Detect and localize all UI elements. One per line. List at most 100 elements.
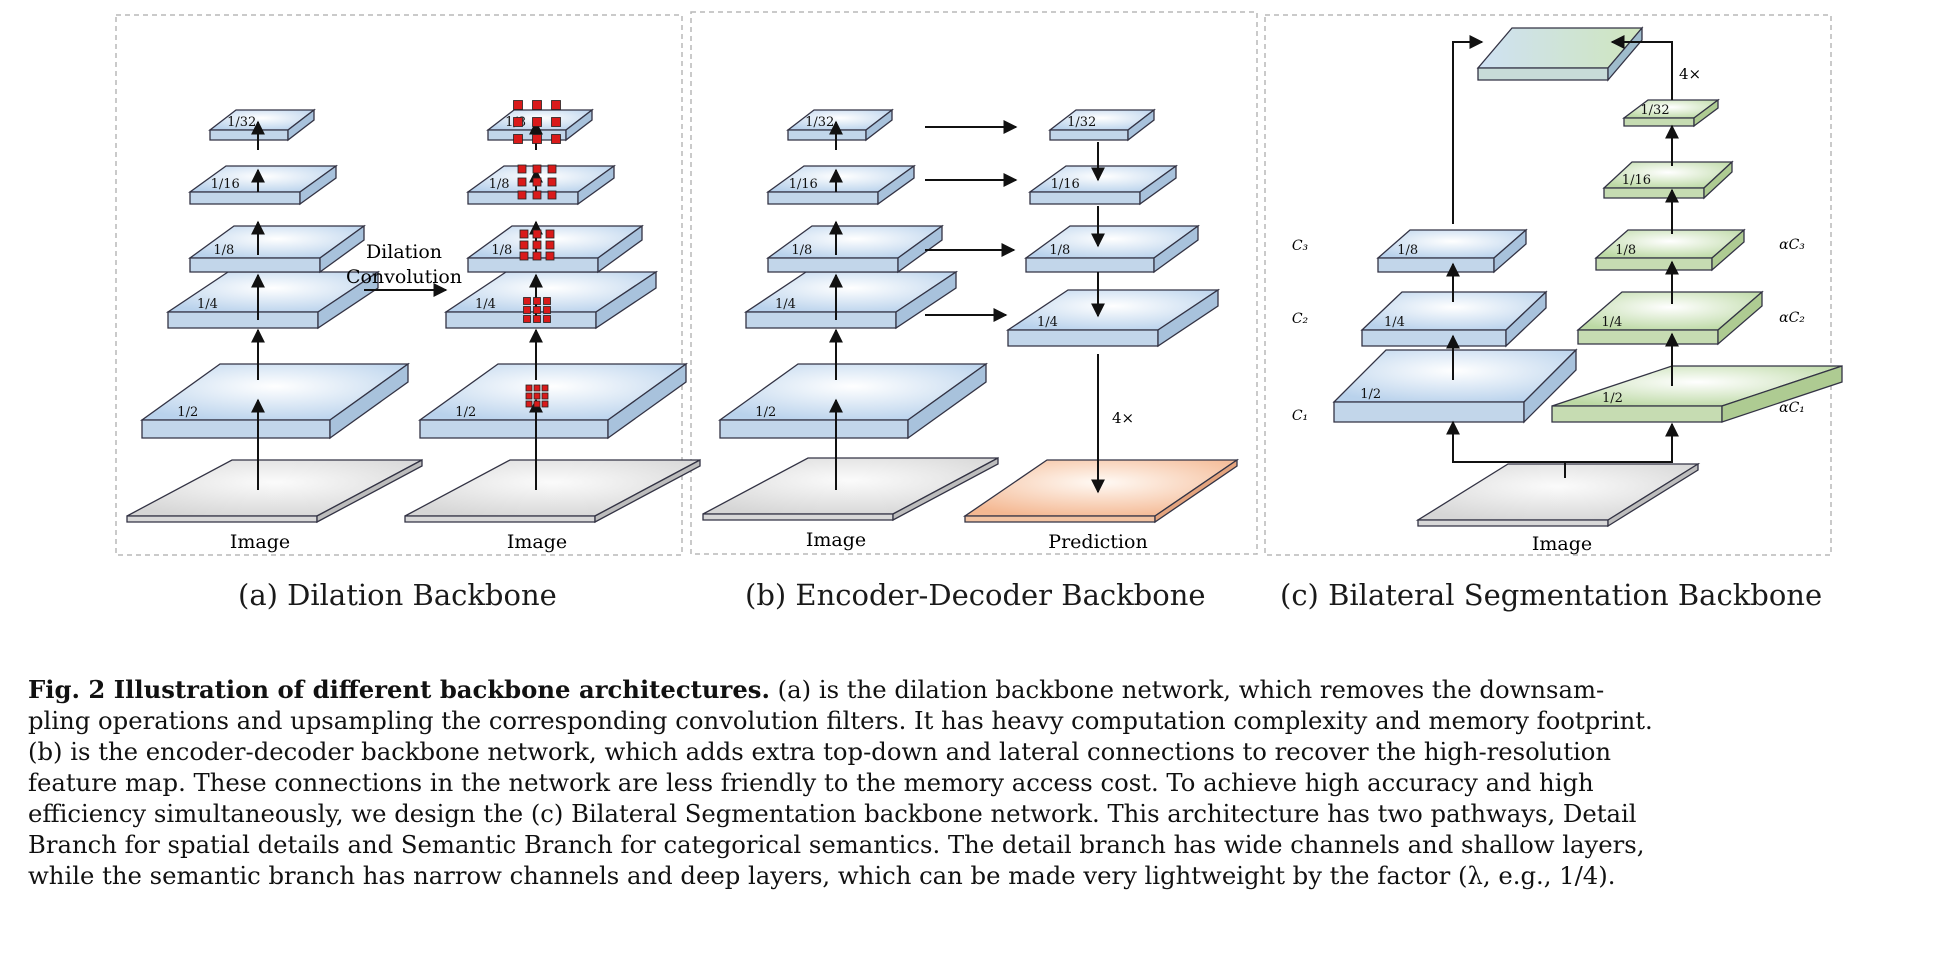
panel-a-right-layer-1-label: 1/4 — [475, 297, 496, 312]
panel-b-decoder-layer-3-front — [1049, 129, 1129, 141]
detail-to-fusion-arrow — [1452, 35, 1484, 224]
detail-channel-c1: C₁ — [1292, 408, 1308, 424]
detail-layer-0-side — [1523, 348, 1577, 424]
prediction-label: Prediction — [1048, 531, 1147, 553]
figure-caption: Fig. 2 Illustration of different backbon… — [28, 674, 1913, 891]
prediction-map-front — [964, 515, 1156, 523]
panel-a-right-layer-3-label: 1/8 — [489, 177, 510, 192]
kernel-3-cell — [532, 251, 542, 261]
caption-line-1-text: (a) is the dilation backbone network, wh… — [769, 675, 1605, 704]
caption-line-1: Fig. 2 Illustration of different backbon… — [28, 674, 1913, 705]
panel-a-left-layer-2-side — [319, 224, 365, 274]
panel-b-decoder-layer-1-front — [1025, 257, 1155, 273]
panel-b-decoder-layer-1-side — [1153, 224, 1199, 274]
panel-a-right-image-front — [404, 515, 596, 523]
panel-a-right-image-side — [594, 458, 701, 524]
panel-a-left-layer-0: 1/2 — [139, 362, 411, 440]
panel-a-right-layer-2-label: 1/8 — [491, 243, 512, 258]
kernel-1-cell — [541, 384, 549, 392]
panel-a-left-layer-4-side — [287, 108, 315, 142]
kernel-3-cell — [519, 229, 529, 239]
kernel-2-cell — [523, 297, 531, 305]
prediction-map — [962, 458, 1240, 524]
detail-layer-2: 1/8 — [1376, 228, 1528, 274]
semantic-layer-4-side — [1693, 98, 1719, 128]
kernel-5-cell — [532, 134, 542, 144]
panel-b-image-label: Image — [806, 529, 866, 551]
panel-b-encoder-layer-1-front — [745, 311, 897, 329]
panel-a-left-layer-3: 1/16 — [187, 164, 339, 206]
caption-line-5: efficiency simultaneously, we design the… — [28, 799, 1637, 828]
panel-b-encoder-layer-4-label: 1/32 — [805, 115, 834, 130]
semantic-layer-2-label: 1/8 — [1615, 243, 1636, 258]
panel-b-encoder-layer-2-front — [767, 257, 899, 273]
panel-a-right-layer-0: 1/2 — [417, 362, 689, 440]
panel-b-encoder-layer-2-side — [897, 224, 943, 274]
panel-b-decoder-layer-0-label: 1/4 — [1037, 315, 1058, 330]
panel-a-left-layer-4: 1/32 — [208, 108, 316, 142]
panel-a-right-layer-4-side — [565, 108, 593, 142]
panel-b-encoder-layer-0-front — [719, 419, 909, 439]
panel-a-left-layer-1-front — [167, 311, 319, 329]
kernel-2-cell — [523, 306, 531, 314]
kernel-4-cell — [532, 190, 542, 200]
semantic-to-fusion-arrow — [1610, 35, 1673, 100]
panel-c-frame — [1264, 14, 1832, 556]
detail-channel-c3: C₃ — [1292, 238, 1309, 254]
dilation-label: Dilation — [366, 241, 442, 263]
semantic-layer-2-side — [1711, 228, 1745, 272]
panel-a-left-layer-0-label: 1/2 — [177, 405, 198, 420]
panel-b-upsample-label: 4× — [1112, 409, 1134, 427]
panel-b-encoder-layer-3-label: 1/16 — [789, 177, 818, 192]
semantic-layer-1-front — [1577, 329, 1719, 345]
kernel-5-cell — [532, 117, 542, 127]
kernel-1-cell — [533, 392, 541, 400]
semantic-layer-1-label: 1/4 — [1601, 315, 1622, 330]
semantic-layer-0: 1/2 — [1551, 365, 1843, 423]
panel-b-decoder-layer-3-side — [1127, 108, 1155, 142]
semantic-layer-1-side — [1717, 290, 1763, 346]
detail-layer-1-front — [1361, 329, 1507, 347]
panel-b-image-front — [702, 513, 894, 521]
architecture-figure: 1/21/41/81/161/321/21/41/81/81/81/21/41/… — [115, 11, 1843, 556]
split-right-arrow — [1565, 422, 1679, 463]
detail-layer-2-side — [1493, 228, 1527, 274]
panel-a-right-layer-2: 1/8 — [466, 224, 644, 274]
detail-layer-0-label: 1/2 — [1360, 387, 1381, 402]
panel-a-right-layer-0-front — [419, 419, 609, 439]
panel-c-image-label: Image — [1532, 533, 1592, 555]
kernel-5-cell — [551, 134, 561, 144]
kernel-2-cell — [543, 315, 551, 323]
kernel-3-cell — [519, 240, 529, 250]
semantic-channel-ac3: αC₃ — [1779, 237, 1805, 253]
panel-b-decoder-layer-3-label: 1/32 — [1067, 115, 1096, 130]
semantic-layer-4-label: 1/32 — [1640, 103, 1669, 118]
split-left-arrow — [1446, 420, 1565, 463]
kernel-3-cell — [545, 229, 555, 239]
panel-b-encoder-layer-4: 1/32 — [786, 108, 894, 142]
panel-b-decoder-layer-0-side — [1157, 288, 1219, 348]
semantic-layer-0-side — [1721, 365, 1843, 423]
detail-layer-1: 1/4 — [1360, 290, 1548, 348]
panel-a-left-layer-2: 1/8 — [188, 224, 366, 274]
caption-line-7: while the semantic branch has narrow cha… — [28, 861, 1616, 890]
semantic-layer-3: 1/16 — [1602, 160, 1734, 200]
caption-line-2: pling operations and upsampling the corr… — [28, 706, 1653, 735]
kernel-1-cell — [541, 400, 549, 408]
subcaption-c: (c) Bilateral Segmentation Backbone — [1280, 578, 1823, 612]
fused-output-front — [1477, 67, 1609, 81]
caption-line-6: Branch for spatial details and Semantic … — [28, 830, 1645, 859]
panel-a-right-layer-1: 1/4 — [443, 270, 659, 330]
panel-b-decoder-layer-1: 1/8 — [1024, 224, 1200, 274]
kernel-1 — [525, 384, 549, 408]
panel-b-encoder-layer-0-side — [907, 362, 987, 440]
semantic-channel-ac1: αC₁ — [1779, 400, 1805, 416]
subcaption-b: (b) Encoder-Decoder Backbone — [745, 578, 1206, 612]
panel-c-upsample-label: 4× — [1679, 65, 1701, 83]
kernel-5-cell — [513, 100, 523, 110]
kernel-3-cell — [545, 251, 555, 261]
kernel-2-cell — [533, 315, 541, 323]
panel-a-right-layer-3-side — [577, 164, 615, 206]
panel-b-encoder-layer-4-side — [865, 108, 893, 142]
panel-a-left-layer-0-side — [329, 362, 409, 440]
